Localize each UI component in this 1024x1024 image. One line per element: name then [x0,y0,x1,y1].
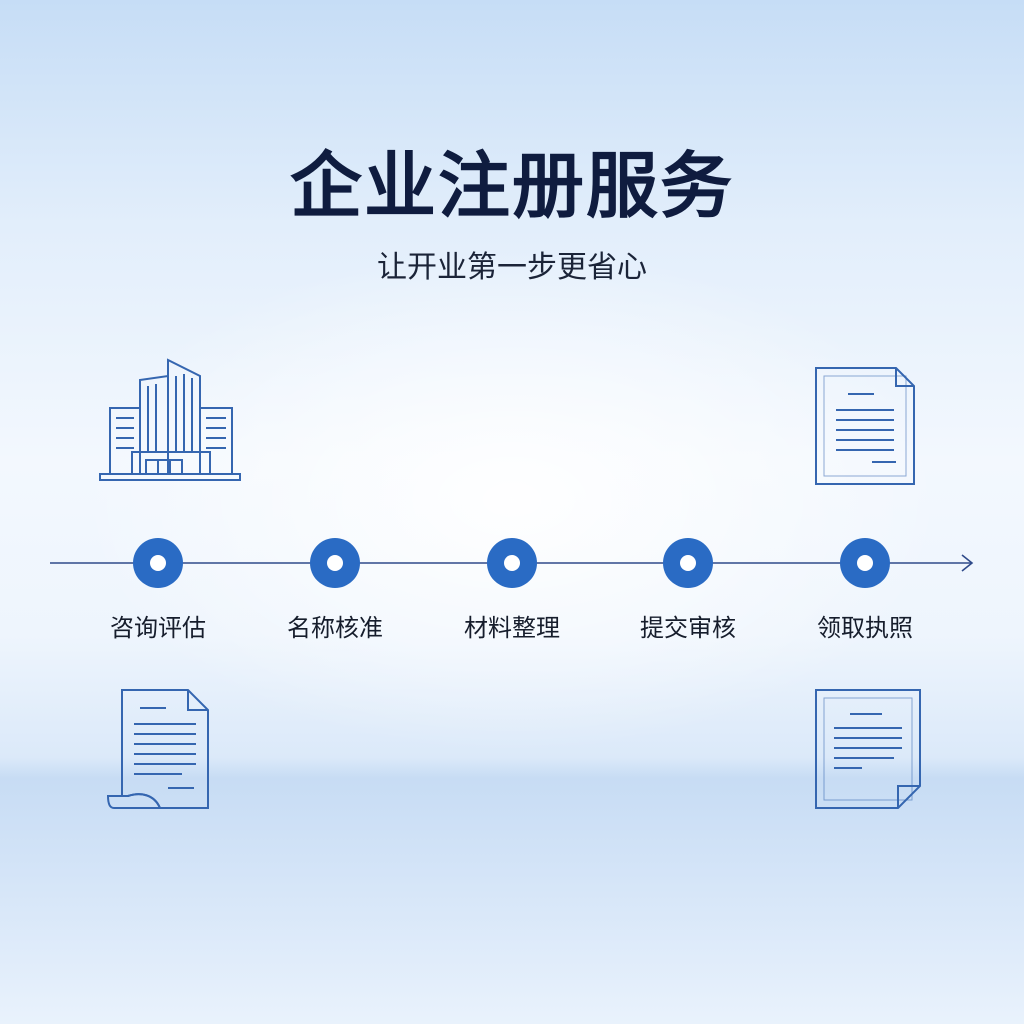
timeline-node-center [680,555,696,571]
step-label-name-approval: 名称核准 [287,614,383,642]
step-label-materials: 材料整理 [464,614,560,642]
timeline-node-center [504,555,520,571]
step-label-submit: 提交审核 [640,614,736,642]
office-building-icon [99,358,241,481]
page-title: 企业注册服务 [289,144,734,228]
scroll-document-icon [106,689,209,809]
timeline-node-center [857,555,873,571]
timeline-node-center [150,555,166,571]
step-label-consult: 咨询评估 [110,614,206,642]
timeline-arrow-icon [961,554,974,572]
step-label-license: 领取执照 [817,614,913,642]
document-icon [815,367,915,485]
timeline-node-center [327,555,343,571]
certificate-document-icon [815,689,921,809]
page-subtitle: 让开业第一步更省心 [377,250,647,285]
